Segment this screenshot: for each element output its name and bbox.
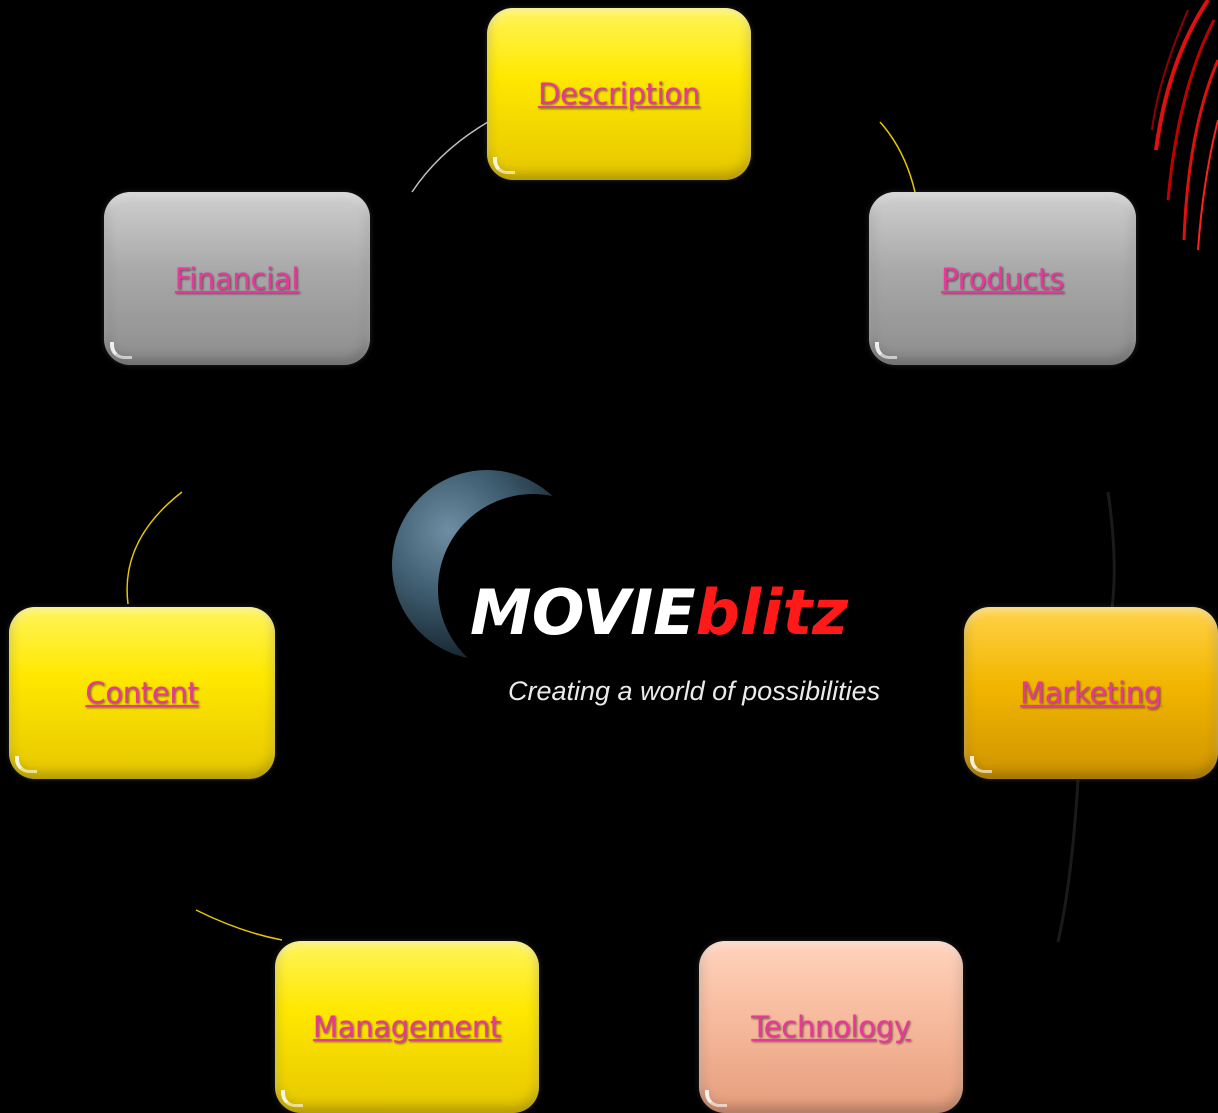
node-description[interactable]: Description [487, 8, 751, 180]
brand-name-part1: MOVIE [470, 576, 696, 649]
products-link[interactable]: Products [941, 261, 1064, 296]
technology-link[interactable]: Technology [751, 1010, 911, 1044]
planet-shadow [438, 494, 628, 684]
connector-management-content [195, 909, 283, 941]
connector-financial-description [411, 121, 489, 193]
marketing-link[interactable]: Marketing [1020, 676, 1162, 710]
connector-marketing-technology [1056, 779, 1080, 943]
node-products[interactable]: Products [869, 192, 1136, 365]
description-link[interactable]: Description [538, 77, 700, 111]
connector-products-marketing [1106, 491, 1116, 609]
connector-description-products [879, 121, 916, 193]
node-management[interactable]: Management [275, 941, 539, 1113]
node-content[interactable]: Content [9, 607, 275, 779]
tagline: Creating a world of possibilities [508, 676, 881, 706]
connector-content-financial [126, 491, 183, 605]
red-streaks-decoration [1151, 0, 1218, 251]
node-financial[interactable]: Financial [104, 192, 370, 365]
node-marketing[interactable]: Marketing [964, 607, 1218, 779]
brand-logo: MOVIEblitz [470, 582, 848, 644]
node-technology[interactable]: Technology [699, 941, 963, 1113]
management-link[interactable]: Management [312, 1010, 502, 1044]
brand-name-part2: blitz [695, 576, 849, 649]
content-link[interactable]: Content [85, 676, 199, 710]
financial-link[interactable]: Financial [174, 261, 300, 296]
